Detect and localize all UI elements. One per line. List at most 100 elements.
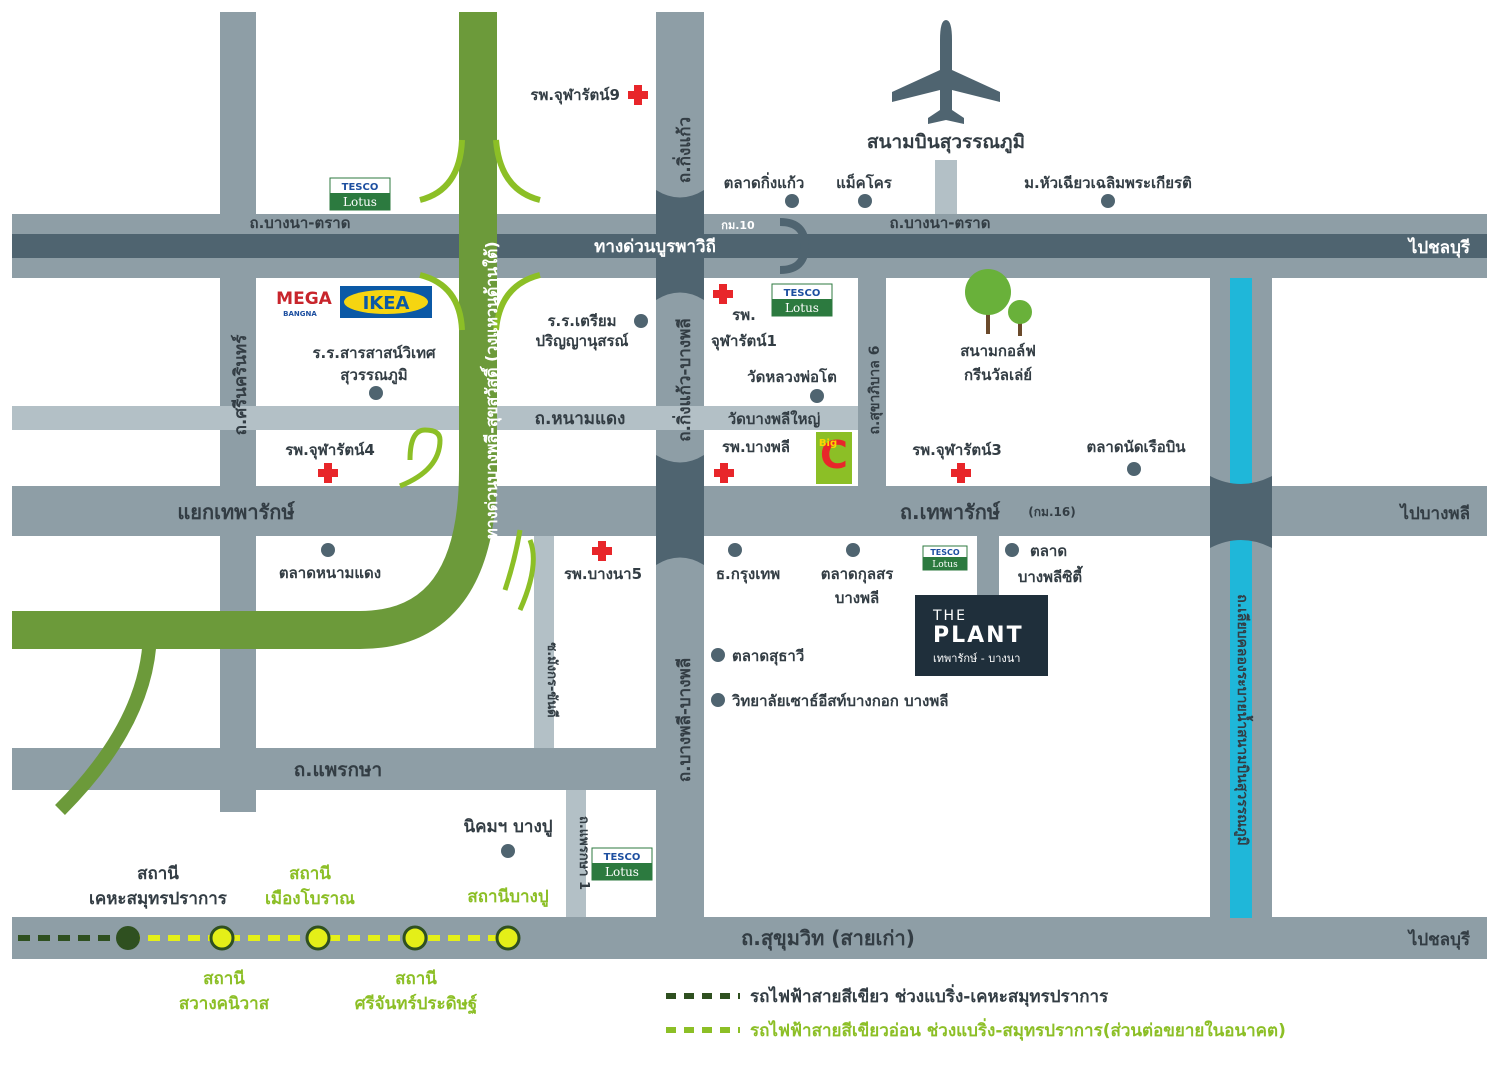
label-talad-nat: ตลาดนัดเรือบิน [1086,438,1186,456]
label-chularat1-2: จุฬารัตน์1 [711,332,777,351]
svg-text:TESCO: TESCO [784,288,821,299]
svg-text:Lotus: Lotus [343,195,377,209]
hospital-icon [951,463,971,483]
label-to-chonburi-bottom: ไปชลบุรี [1407,929,1471,950]
road-nongmaeng [12,406,858,430]
svg-text:Lotus: Lotus [932,560,958,570]
poi-dot [810,389,824,403]
label-phraekasa: ถ.แพรกษา [294,759,382,781]
poi-dot [1127,462,1141,476]
road-phraekasa [12,748,702,790]
svg-text:Big: Big [819,438,837,449]
plant-sub: เทพารักษ์ - บางนา [933,652,1020,665]
mega-bangna-logo: MEGA BANGNA [276,289,332,318]
label-hsu: วิทยาลัยเซาธ์อีสท์บางกอก บางพลี [731,692,948,710]
label-talad-kulsorn-2: บางพลี [835,589,879,607]
label-to-bangphli: ไปบางพลี [1398,503,1470,524]
label-talad-kingkaew: ตลาดกิ่งแก้ว [724,172,805,192]
label-golf: สนามกอล์ฟ [960,342,1036,360]
airplane-icon [892,20,1000,124]
label-station-srichan-1: สถานี [395,968,437,989]
road-sukhapiban6 [858,278,886,486]
poi-dot [369,386,383,400]
station-bangpu [495,925,521,951]
poi-dot [1101,194,1115,208]
tesco-lotus-logo: TESCO Lotus [771,283,833,317]
overpass-kingkaew [656,190,1272,565]
label-phraeksa-1: ถ.แพรกษา 1 [576,816,591,890]
label-station-sawang-1: สถานี [203,968,245,989]
label-wat-luangphoto: วัดหลวงพ่อโต [747,367,837,386]
label-bangphli-hosp: รพ.บางพลี [722,438,790,456]
ikea-logo: IKEA [340,286,432,318]
label-talad-suthawee: ตลาดสุธาวี [732,647,804,666]
label-krungthep: ธ.กรุงเทพ [716,565,780,584]
label-airport: สนามบินสุวรรณภูมิ [867,131,1025,154]
svg-text:TESCO: TESCO [342,182,379,193]
poi-dot [321,543,335,557]
svg-text:IKEA: IKEA [363,293,410,314]
hospital-icon [713,284,733,304]
label-sarasas: ร.ร.สารสาสน์วิเทศ [312,344,436,362]
label-triamudom-2: ปริญญานุสรณ์ [536,332,629,351]
label-station-srichan-2: ศรีจันทร์ประดิษฐ์ [355,993,478,1015]
station-srichan [402,925,428,951]
station-sawang [209,925,235,951]
label-km10: กม.10 [721,219,755,232]
plant-the: THE [932,608,967,624]
label-makro: แม็คโคร [836,173,893,192]
label-to-chonburi-top: ไปชลบุรี [1407,237,1471,258]
bigc-logo: C Big [816,432,852,484]
label-kingkaew-top: ถ.กิ่งแก้ว [672,117,695,183]
svg-text:MEGA: MEGA [276,289,332,309]
svg-text:Lotus: Lotus [605,865,639,879]
tesco-lotus-logo: TESCO Lotus [591,847,653,881]
poi-dots [321,194,1141,858]
label-chularat1: รพ. [732,306,756,324]
canal [1230,278,1252,918]
legend-light-green: รถไฟฟ้าสายสีเขียวอ่อน ช่วงแบริ่ง-สมุทรปร… [750,1018,1286,1041]
label-srinakarin: ถ.ศรีนครินทร์ [230,334,251,436]
hospital-icon [318,463,338,483]
label-km16: (กม.16) [1028,505,1075,519]
label-nikhom: นิคมฯ บางปู [463,817,552,838]
label-sukhapiban6: ถ.สุขาภิบาล 6 [867,346,883,435]
svg-text:TESCO: TESCO [604,852,641,863]
label-thepharak-junction: แยกเทพารักษ์ [177,500,295,524]
label-bangna5: รพ.บางนา5 [564,565,642,583]
outer-ring-expressway [12,12,541,815]
label-station-muang-1: สถานี [289,863,331,884]
svg-text:Lotus: Lotus [785,301,819,315]
poi-dot [846,543,860,557]
road-makkarajan [534,536,554,748]
svg-text:BANGNA: BANGNA [283,310,317,318]
poi-dot [858,194,872,208]
label-triamudom: ร.ร.เตรียม [547,312,616,330]
label-sarasas-2: สุวรรณภูมิ [340,366,407,385]
station-kheha [116,926,140,950]
the-plant-marker: THE PLANT เทพารักษ์ - บางนา [915,595,1048,676]
hospital-icon [714,463,734,483]
label-kingkaew-bangphli: ถ.กิ่งแก้ว-บางพลี [672,318,695,441]
label-talad-kulsorn: ตลาดกุลสร [821,565,895,584]
poi-dot [1005,543,1019,557]
svg-text:TESCO: TESCO [930,548,960,557]
tree-icon [965,269,1032,336]
label-burapha-withi: ทางด่วนบูรพาวิถี [594,236,716,258]
poi-dot [728,543,742,557]
label-outer-ring: ทางด่วนบางพลี-สุขสวัสดิ์ (วงแหวนด้านใต้) [480,241,502,539]
label-bangphli-bangphli: ถ.บางพลี-บางพลี [674,658,695,782]
label-station-kheha-1: สถานี [137,863,179,884]
label-station-kheha-2: เคหะสมุทรปราการ [89,889,228,909]
hospital-icon [592,541,612,561]
label-golf-2: กรีนวัลเล่ย์ [964,366,1032,384]
label-wat-bangphli: วัดบางพลีใหญ่ [728,410,821,428]
label-chularat4: รพ.จุฬารัตน์4 [285,441,375,460]
station-muang [305,925,331,951]
label-hua-chiew: ม.หัวเฉียวเฉลิมพระเกียรติ [1024,174,1192,192]
label-station-sawang-2: สวางคนิวาส [179,994,270,1014]
road-phraeksa-1 [566,790,586,917]
road-burapha-withi [12,234,1487,258]
poi-dot [501,844,515,858]
